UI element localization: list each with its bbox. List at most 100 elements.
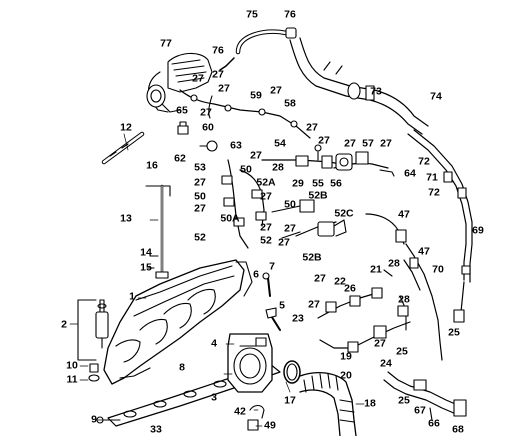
- valve-52B-52C: [271, 199, 407, 245]
- callout-64: 64: [404, 167, 416, 180]
- pipe-20-23: [317, 269, 411, 353]
- callout-52C: 52C: [334, 207, 354, 220]
- callout-52B: 52B: [308, 189, 328, 202]
- callout-20: 20: [340, 369, 352, 382]
- callout-27: 27: [374, 337, 386, 350]
- callout-26: 26: [344, 282, 356, 295]
- throttle-body-4: [227, 333, 273, 393]
- callout-50A: 50A: [220, 212, 240, 225]
- callout-52B: 52B: [302, 251, 322, 264]
- callout-27: 27: [218, 82, 230, 95]
- callout-73: 73: [370, 85, 382, 98]
- callout-27: 27: [284, 222, 296, 235]
- hose-47-25: [403, 243, 465, 361]
- callout-27: 27: [260, 190, 272, 203]
- callout-5: 5: [279, 299, 285, 312]
- valve-cluster-upper: [261, 144, 369, 171]
- callout-11: 11: [66, 373, 78, 386]
- callout-27: 27: [200, 106, 212, 119]
- sensor-42: [247, 404, 265, 431]
- callout-18: 18: [364, 397, 376, 410]
- bolt-5: [265, 307, 281, 331]
- callout-19: 19: [340, 350, 352, 363]
- callout-77: 77: [160, 37, 172, 50]
- callout-23: 23: [292, 312, 304, 325]
- callout-10: 10: [66, 359, 78, 372]
- callout-27: 27: [194, 176, 206, 189]
- callout-59: 59: [250, 89, 262, 102]
- callout-50: 50: [240, 163, 252, 176]
- hose-53-50: [221, 159, 267, 249]
- leader-lines: [69, 133, 365, 427]
- upper-hose-75: [219, 27, 297, 71]
- callout-27: 27: [260, 221, 272, 234]
- callout-66: 66: [428, 417, 440, 430]
- pipe-12: [101, 131, 145, 165]
- callout-29: 29: [292, 177, 304, 190]
- support-bracket-13: [145, 184, 171, 279]
- callout-7: 7: [269, 260, 275, 273]
- callout-2: 2: [61, 318, 67, 331]
- nut-10-11: [88, 363, 100, 382]
- hose-64-72: [333, 129, 473, 283]
- intake-pipe-73: [289, 37, 429, 135]
- callout-8: 8: [179, 361, 185, 374]
- callout-25: 25: [396, 345, 408, 358]
- callout-16: 16: [146, 159, 158, 172]
- callout-15: 15: [140, 261, 152, 274]
- callout-28: 28: [398, 293, 410, 306]
- callout-25: 25: [398, 394, 410, 407]
- air-intake-bellows-77: [146, 52, 213, 113]
- callout-6: 6: [253, 268, 259, 281]
- fuel-injector-2: [77, 299, 109, 361]
- callout-22: 22: [334, 275, 346, 288]
- seal-ring-19: [283, 360, 301, 384]
- callout-14: 14: [140, 246, 152, 259]
- callout-42: 42: [234, 405, 246, 418]
- callout-68: 68: [452, 423, 464, 436]
- intake-manifold-1: [103, 259, 253, 385]
- callout-60: 60: [202, 121, 214, 134]
- callout-57: 57: [362, 137, 374, 150]
- callout-27: 27: [314, 272, 326, 285]
- callout-3: 3: [211, 391, 217, 404]
- callout-76: 76: [284, 8, 296, 21]
- callout-27: 27: [194, 202, 206, 215]
- callout-1: 1: [129, 290, 135, 303]
- callout-56: 56: [330, 177, 342, 190]
- callout-47: 47: [418, 245, 430, 258]
- callout-58: 58: [284, 97, 296, 110]
- callout-49: 49: [264, 419, 276, 432]
- callout-27: 27: [306, 121, 318, 134]
- callout-4: 4: [211, 337, 217, 350]
- callout-53: 53: [194, 161, 206, 174]
- callout-24: 24: [380, 357, 392, 370]
- callout-12: 12: [120, 121, 132, 134]
- callout-55: 55: [312, 177, 324, 190]
- callout-27: 27: [318, 134, 330, 147]
- callout-47: 47: [398, 208, 410, 221]
- callout-9: 9: [91, 413, 97, 426]
- hose-59-60: [179, 89, 311, 139]
- callout-17: 17: [284, 394, 296, 407]
- callout-27: 27: [212, 68, 224, 81]
- callout-28: 28: [388, 257, 400, 270]
- callout-33: 33: [150, 423, 162, 436]
- callout-67: 67: [414, 404, 426, 417]
- callout-76: 76: [212, 44, 224, 57]
- clip-62: [177, 121, 189, 135]
- callout-52: 52: [260, 234, 272, 247]
- fitting-63: [199, 140, 218, 152]
- callout-71: 71: [426, 171, 438, 184]
- callout-50: 50: [284, 198, 296, 211]
- callout-54: 54: [274, 137, 286, 150]
- callout-27: 27: [344, 137, 356, 150]
- callout-63: 63: [230, 139, 242, 152]
- callout-74: 74: [430, 90, 442, 103]
- callout-27: 27: [270, 84, 282, 97]
- callout-28: 28: [272, 161, 284, 174]
- callout-27: 27: [192, 72, 204, 85]
- pipe-24-68: [383, 371, 467, 421]
- callout-69: 69: [472, 224, 484, 237]
